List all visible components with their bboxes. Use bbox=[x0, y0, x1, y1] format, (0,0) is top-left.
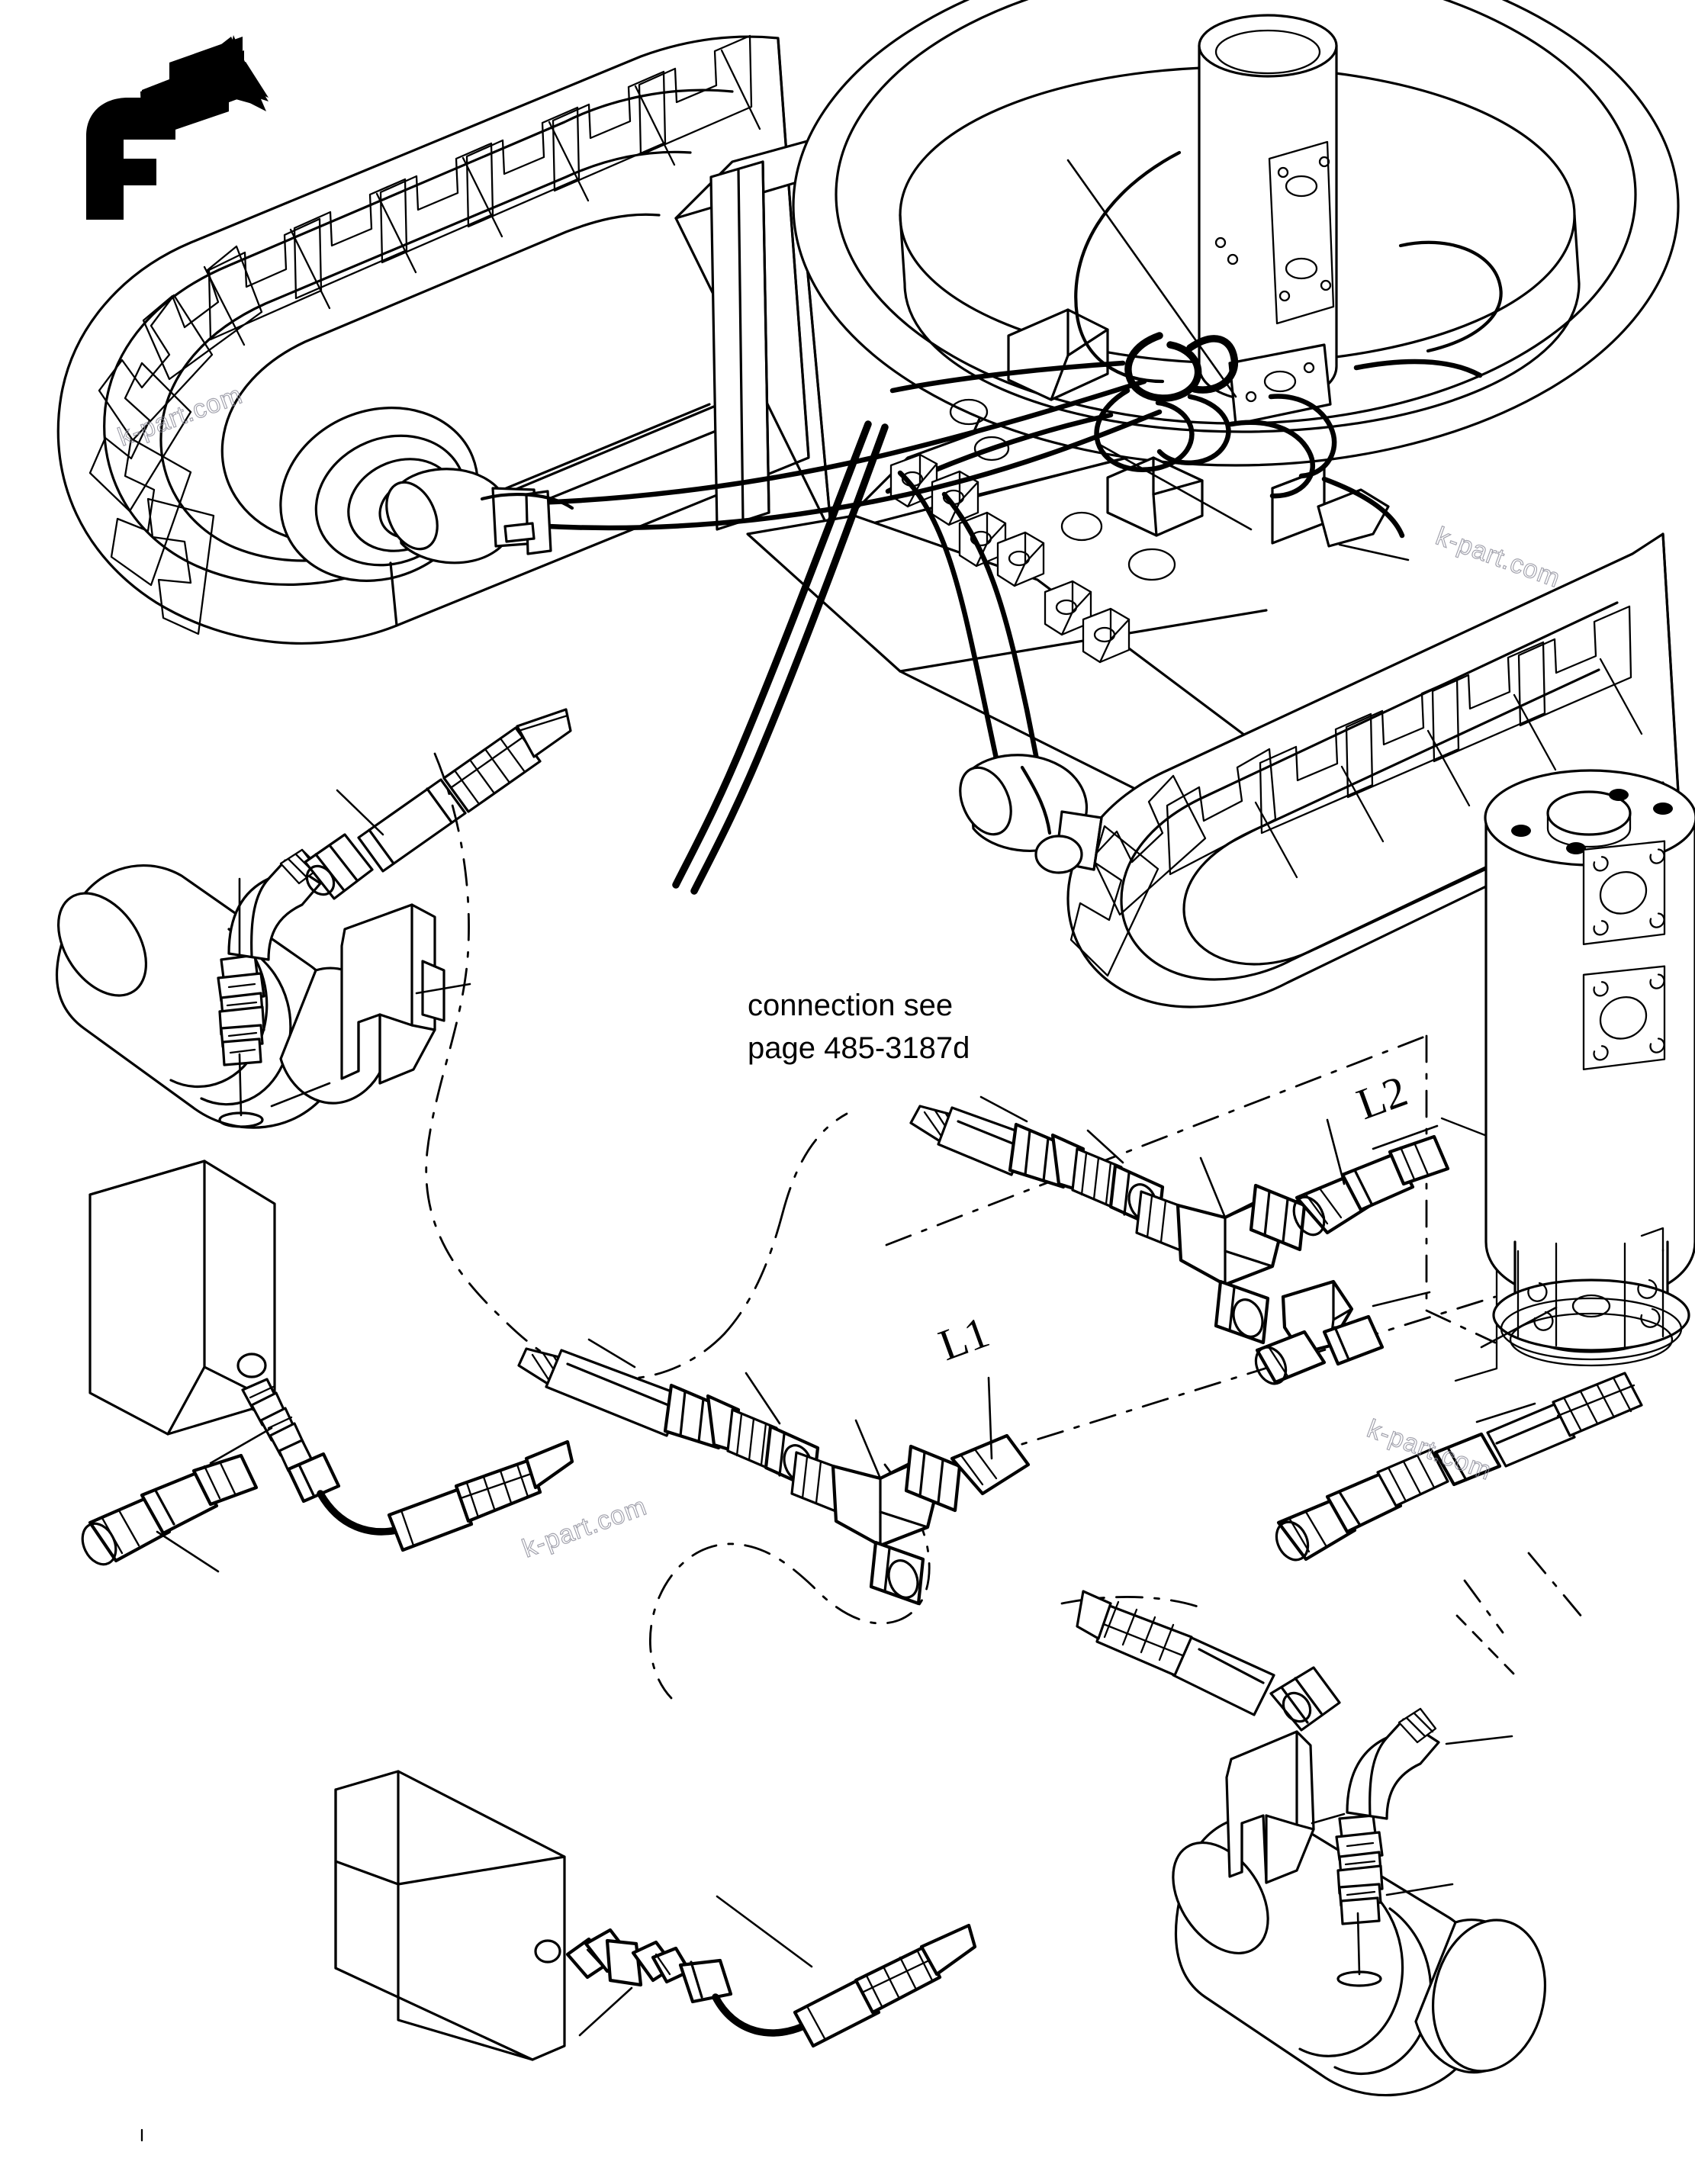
hose-assembly-l1: L1 bbox=[81, 1307, 1031, 1606]
nipple-fitting-upper-left bbox=[241, 1378, 313, 1472]
elbow-fitting-lower-right bbox=[1346, 1707, 1440, 1820]
connector-stack-lower-right bbox=[1335, 1814, 1384, 1987]
swivel-joint-detail bbox=[1480, 769, 1695, 1367]
tee-fitting-l2 bbox=[1135, 1183, 1307, 1345]
tee-fitting-l1 bbox=[790, 1444, 962, 1606]
swivel-hose-bundle bbox=[885, 332, 1483, 539]
elbow-assembly-middle bbox=[1254, 1279, 1431, 1385]
travel-motor-left-track-stub bbox=[385, 468, 574, 564]
hose-end-lower-right bbox=[1076, 1590, 1341, 1732]
travel-motor-right-track-stub bbox=[959, 754, 1103, 874]
hose-end-upper-left bbox=[304, 708, 572, 900]
valve-block-lower-left bbox=[334, 1770, 977, 2061]
connection-note-line1: connection see bbox=[748, 989, 953, 1022]
hose-clamp-blocks bbox=[889, 453, 1131, 664]
orientation-marker bbox=[86, 35, 269, 220]
travel-motor-upper-left bbox=[55, 708, 572, 1129]
connector-group-lower-right bbox=[1275, 1372, 1643, 1562]
connection-note: connection see page 485-3187d bbox=[748, 989, 970, 1065]
connector-stack-upper-left bbox=[217, 954, 265, 1128]
swivel-joint-installed bbox=[885, 14, 1483, 561]
valve-block-upper-left bbox=[88, 1160, 574, 1552]
travel-motor-lower-right bbox=[1076, 1590, 1547, 2097]
connection-note-line2: page 485-3187d bbox=[748, 1031, 970, 1065]
